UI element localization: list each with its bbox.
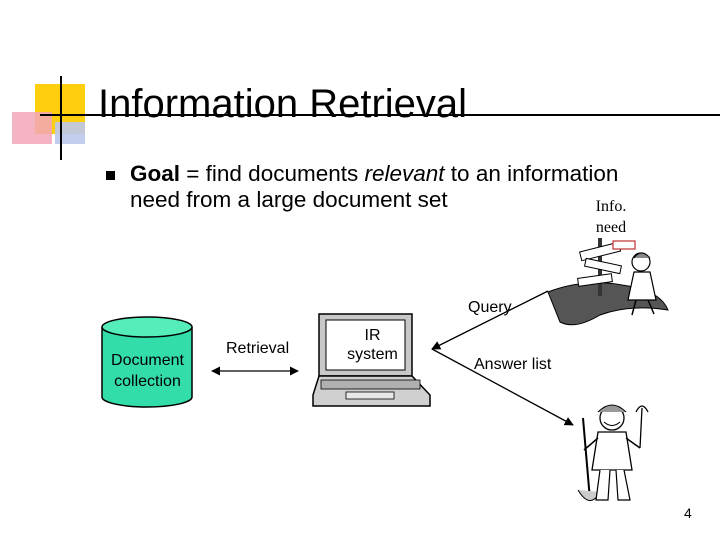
- info-need-label: Info. need: [586, 196, 636, 238]
- title-deco-blue-square: [55, 122, 85, 144]
- ir-line-2: system: [347, 346, 398, 363]
- title-deco-pink-square: [12, 112, 52, 144]
- answer-list-arrow: [431, 348, 574, 426]
- goal-text-1: = find documents: [180, 161, 365, 186]
- retrieval-label: Retrieval: [226, 340, 290, 357]
- goal-line-2: need from a large document set: [130, 187, 448, 212]
- goal-bold: Goal: [130, 161, 181, 186]
- document-line-2: collection: [114, 373, 181, 390]
- query-label: Query: [468, 299, 512, 316]
- title-underline: [40, 114, 720, 116]
- document-collection-label: Document collection: [100, 350, 195, 392]
- page-number: 4: [684, 505, 692, 521]
- ir-system-label: IR system: [330, 326, 415, 364]
- bullet-square-icon: [106, 171, 115, 180]
- goal-text-2: to an information: [444, 161, 619, 186]
- laptop-icon: [312, 313, 431, 407]
- confused-person-signpost-icon: [547, 238, 669, 326]
- slide-title: Information Retrieval: [98, 82, 468, 126]
- query-arrow: [431, 290, 549, 350]
- goal-italic: relevant: [364, 161, 445, 186]
- title-deco-vertical-line: [60, 76, 62, 160]
- document-line-1: Document: [111, 352, 184, 369]
- document-collection-cylinder: [101, 316, 193, 408]
- answer-list-label: Answer list: [474, 356, 552, 373]
- happy-person-icon: [577, 404, 649, 501]
- ir-line-1: IR: [364, 327, 381, 344]
- info-need-line-1: Info.: [595, 198, 627, 215]
- goal-line-1: Goal = find documents relevant to an inf…: [130, 160, 618, 188]
- info-need-line-2: need: [595, 219, 627, 236]
